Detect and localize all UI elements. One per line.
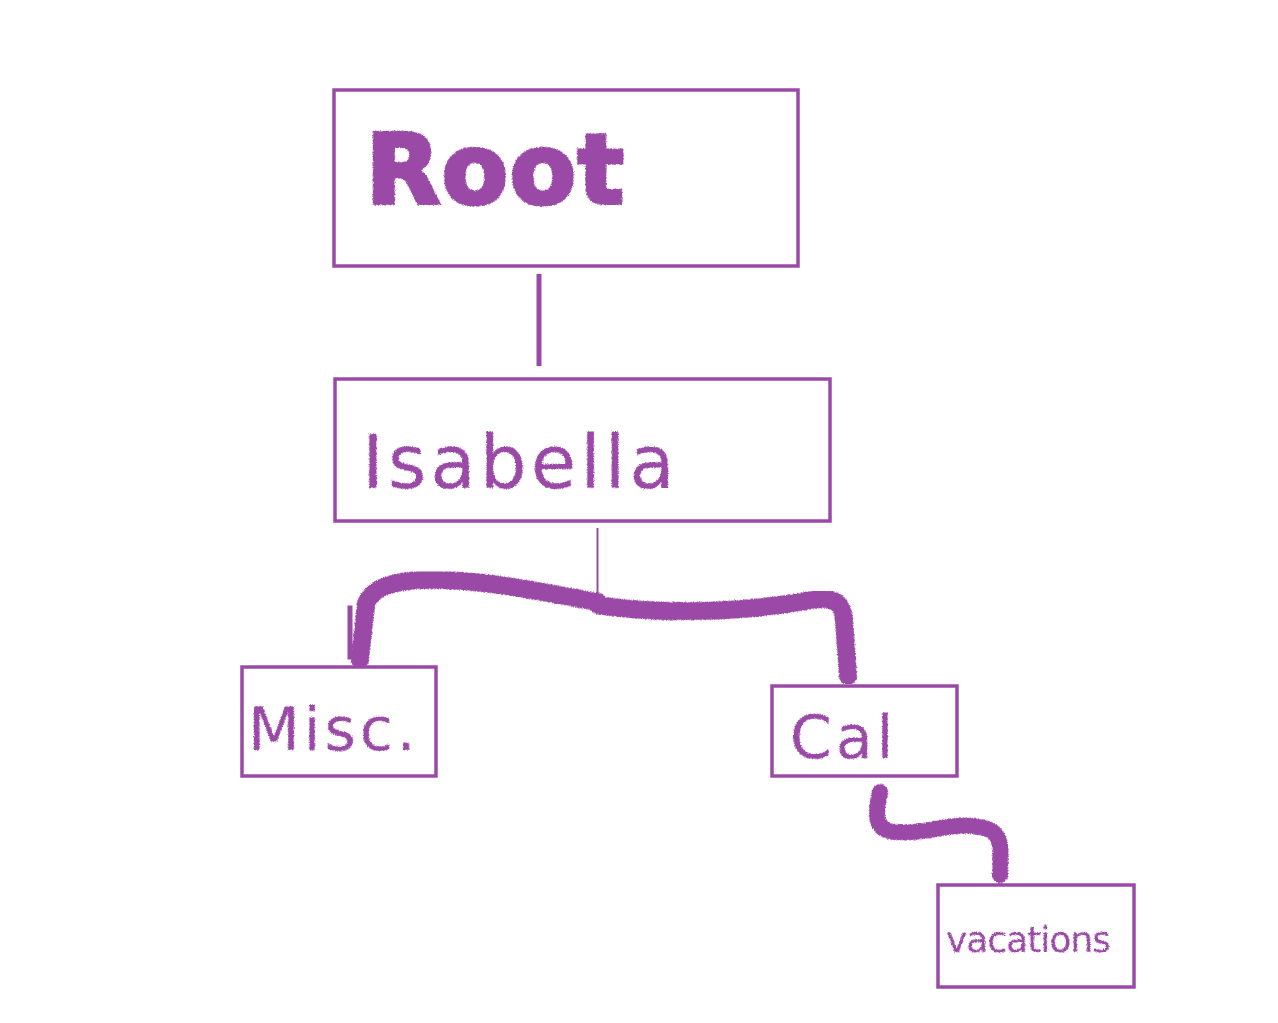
node-misc-label: Misc. xyxy=(248,695,420,765)
node-vacations-box xyxy=(936,883,1136,989)
edge-isabella-cal xyxy=(589,590,857,685)
node-misc-box xyxy=(240,665,438,778)
edge-isabella-misc xyxy=(351,570,607,669)
node-isabella-label: Isabella xyxy=(362,420,679,506)
node-cal-box xyxy=(770,684,959,778)
node-isabella-box xyxy=(333,377,832,523)
node-root-label: Root xyxy=(366,114,626,226)
node-root-box xyxy=(332,88,800,268)
edge-root-isabella xyxy=(526,271,552,369)
node-cal-label: Cal xyxy=(790,703,897,773)
edge-isabella-misc-tip xyxy=(341,603,359,662)
edge-cal-vacations xyxy=(869,784,1009,883)
node-vacations-label: vacations xyxy=(946,920,1110,961)
